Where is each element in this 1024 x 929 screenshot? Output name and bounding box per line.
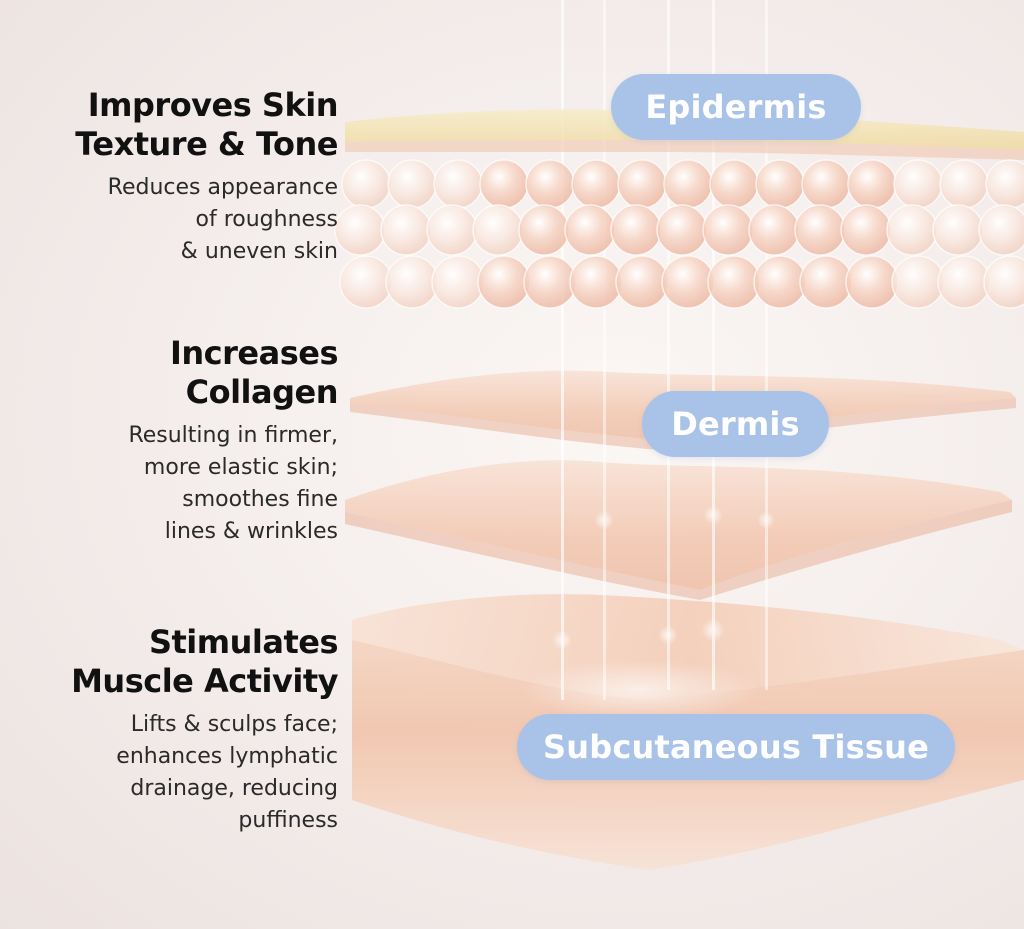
epidermis-cell: [847, 159, 897, 209]
epidermis-cell: [571, 159, 621, 209]
epidermis-cell: [525, 159, 575, 209]
epidermis-cell: [748, 204, 800, 256]
epidermis-cell: [523, 255, 577, 309]
epidermis-cell: [380, 204, 432, 256]
label-subcutaneous-tissue: Subcutaneous Tissue: [517, 714, 955, 780]
epidermis-cell: [661, 255, 715, 309]
epidermis-cell: [932, 204, 984, 256]
label-epidermis: Epidermis: [611, 74, 861, 140]
epidermis-cell: [983, 255, 1024, 309]
benefit-desc-line: lines & wrinkles: [164, 519, 338, 544]
light-beams: [552, 0, 775, 700]
benefit-description: Reduces appearance of roughness & uneven…: [8, 172, 338, 268]
epidermis-cell: [479, 159, 529, 209]
epidermis-cell: [387, 159, 437, 209]
epidermis-cell: [339, 255, 393, 309]
benefit-texture-tone: Improves Skin Texture & Tone Reduces app…: [8, 86, 338, 268]
epidermis-cell: [840, 204, 892, 256]
epidermis-cell: [845, 255, 899, 309]
epidermis-cell: [431, 255, 485, 309]
epidermis-cell: [472, 204, 524, 256]
benefit-desc-line: of roughness: [195, 207, 338, 232]
epidermis-cells: [334, 159, 1024, 309]
epidermis-cell: [569, 255, 623, 309]
benefit-desc-line: smoothes fine: [182, 487, 338, 512]
epidermis-cell: [615, 255, 669, 309]
benefit-desc-line: Lifts & sculps face;: [130, 712, 338, 737]
epidermis-cell: [709, 159, 759, 209]
benefit-desc-line: more elastic skin;: [143, 455, 338, 480]
benefit-title-line: Improves Skin: [87, 86, 339, 124]
benefit-desc-line: drainage, reducing: [130, 776, 338, 801]
epidermis-cell: [707, 255, 761, 309]
epidermis-cell: [663, 159, 713, 209]
epidermis-cell: [893, 159, 943, 209]
benefit-desc-line: puffiness: [238, 808, 338, 833]
epidermis-cell: [886, 204, 938, 256]
epidermis-cell: [937, 255, 991, 309]
benefit-description: Resulting in firmer, more elastic skin; …: [8, 420, 338, 548]
benefit-title: Improves Skin Texture & Tone: [8, 86, 338, 164]
benefit-desc-line: Resulting in firmer,: [128, 423, 338, 448]
epidermis-cell: [518, 204, 570, 256]
epidermis-cell: [801, 159, 851, 209]
dermis-lower-sheet: [345, 460, 1012, 600]
epidermis-cell: [891, 255, 945, 309]
benefit-title-line: Increases: [169, 334, 339, 372]
epidermis-cell: [702, 204, 754, 256]
epidermis-cell: [433, 159, 483, 209]
benefit-title-line: Texture & Tone: [75, 125, 338, 163]
benefit-collagen: Increases Collagen Resulting in firmer, …: [8, 334, 338, 548]
benefit-title-line: Muscle Activity: [71, 662, 338, 700]
benefit-desc-line: enhances lymphatic: [116, 744, 338, 769]
benefit-desc-line: & uneven skin: [180, 239, 338, 264]
benefit-title: Increases Collagen: [8, 334, 339, 412]
epidermis-cell: [656, 204, 708, 256]
benefit-desc-line: Reduces appearance: [107, 175, 338, 200]
label-dermis: Dermis: [642, 391, 829, 457]
epidermis-cell: [610, 204, 662, 256]
epidermis-cell: [426, 204, 478, 256]
epidermis-cell: [477, 255, 531, 309]
epidermis-cell: [341, 159, 391, 209]
epidermis-cell: [939, 159, 989, 209]
epidermis-cell: [755, 159, 805, 209]
epidermis-cell: [794, 204, 846, 256]
benefit-title-line: Collagen: [185, 373, 339, 411]
benefit-description: Lifts & sculps face; enhances lymphatic …: [8, 709, 338, 837]
epidermis-cell: [799, 255, 853, 309]
epidermis-cell: [385, 255, 439, 309]
benefit-title-line: Stimulates: [148, 623, 339, 661]
benefit-title: Stimulates Muscle Activity: [8, 623, 338, 701]
epidermis-cell: [753, 255, 807, 309]
epidermis-cell: [978, 204, 1024, 256]
epidermis-cell: [985, 159, 1024, 209]
epidermis-cell: [617, 159, 667, 209]
benefit-muscle-activity: Stimulates Muscle Activity Lifts & sculp…: [8, 623, 338, 837]
epidermis-cell: [334, 204, 386, 256]
epidermis-cell: [564, 204, 616, 256]
